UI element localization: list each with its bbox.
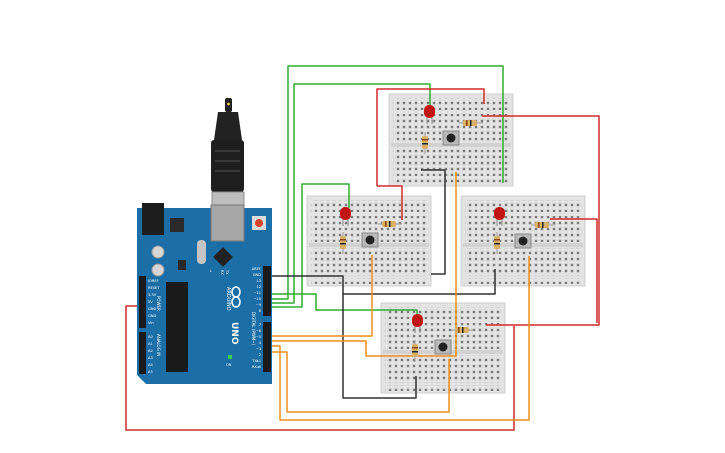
led-right[interactable] [494, 207, 505, 226]
resistor-top-horizontal[interactable] [459, 120, 483, 126]
pin-label: ~5 [256, 335, 261, 339]
led-left[interactable] [340, 207, 351, 226]
on-led [228, 355, 232, 359]
pin-label: 12 [256, 285, 261, 289]
cable-tip-icon [227, 102, 230, 106]
pin-label: GND [253, 273, 261, 277]
pin-label: Vin [148, 321, 154, 325]
usb-cable[interactable] [211, 98, 245, 217]
pin-label: ~6 [256, 329, 262, 333]
orange-wire[interactable] [271, 351, 450, 413]
pin-label: 8 [259, 309, 262, 313]
l-label: L [210, 269, 212, 273]
pin-label: ~3 [256, 347, 261, 351]
top-pin-labels: AREF GND 13 12 ~11 ~10 ~9 8 [252, 267, 262, 313]
analog-label: ANALOG IN [156, 334, 161, 356]
crystal [197, 240, 206, 264]
brand-label: ARDUINO [225, 287, 231, 311]
rx-label: RX [220, 270, 224, 275]
pin-label: GND [148, 314, 156, 318]
red-wire[interactable] [482, 115, 600, 326]
capacitor-icon [151, 245, 165, 259]
resistor-left-horizontal[interactable] [378, 221, 402, 227]
orange-wire[interactable] [271, 172, 457, 357]
red-wire[interactable] [376, 88, 485, 186]
power-jack [142, 203, 164, 235]
orange-wire[interactable] [271, 256, 530, 421]
pin-label: ~10 [253, 297, 261, 301]
pin-label: 13 [256, 279, 261, 283]
pin-label: TX▸1 [251, 359, 261, 363]
bottom-pin-labels: 7 ~6 ~5 4 ~3 2TX▸1RX◂0 [251, 323, 261, 369]
digital-header-bottom[interactable] [263, 322, 271, 372]
orange-wire[interactable] [271, 255, 373, 337]
pushbutton-right[interactable] [514, 233, 532, 249]
power-label: POWER [156, 296, 161, 311]
power-header[interactable] [139, 276, 146, 328]
black-wire[interactable] [431, 185, 446, 275]
usb-port [210, 204, 245, 242]
red-wire[interactable] [377, 185, 403, 220]
power-pin-labels: IOREF RESET 3.3V 5V GND GND Vin [148, 279, 160, 325]
pin-label: GND [148, 307, 156, 311]
pin-label: 4 [259, 341, 262, 345]
on-label: ON [226, 363, 232, 367]
pushbutton-top[interactable] [442, 130, 460, 146]
black-wire[interactable] [342, 294, 417, 399]
led-top[interactable] [424, 105, 435, 124]
digital-label: DIGITAL (PWM~) [251, 312, 256, 346]
green-wire[interactable] [271, 183, 350, 308]
pin-label: IOREF [148, 279, 159, 283]
atmega-chip [166, 282, 188, 372]
black-wire[interactable] [421, 169, 446, 185]
resistor-bottom-vertical[interactable] [412, 340, 418, 362]
pin-label: RX◂0 [252, 365, 262, 369]
pin-label: 3.3V [148, 293, 157, 297]
arduino-uno-board[interactable]: ARDUINO UNO DIGITAL (PWM~) POWER ANALOG … [137, 203, 272, 384]
pin-label: 2 [259, 353, 261, 357]
pin-label: 5V [148, 300, 153, 304]
green-wire[interactable] [271, 293, 418, 316]
pin-label: RESET [148, 286, 160, 290]
tx-label: TX [225, 269, 229, 275]
model-label: UNO [229, 322, 239, 345]
pin-label: A1 [148, 342, 153, 346]
resistor-bottom-horizontal[interactable] [451, 327, 475, 333]
pin-label: 7 [259, 323, 261, 327]
pushbutton-left[interactable] [361, 232, 379, 248]
digital-header-top[interactable] [263, 266, 271, 316]
pin-label: ~11 [253, 291, 261, 295]
red-wire[interactable] [550, 218, 598, 323]
pin-label: A3 [148, 356, 153, 360]
pin-label: AREF [252, 267, 261, 271]
pin-label: A0 [148, 335, 153, 339]
red-wire[interactable] [125, 305, 515, 431]
capacitor-icon [151, 263, 165, 277]
pin-label: A5 [148, 370, 153, 374]
led-bottom[interactable] [412, 314, 423, 333]
pin-label: A4 [148, 363, 153, 367]
resistor-right-vertical[interactable] [494, 232, 500, 254]
breadboard-top[interactable] [388, 93, 514, 187]
analog-header[interactable] [139, 332, 146, 374]
resistor-top-vertical[interactable] [422, 132, 428, 154]
green-wire[interactable] [271, 83, 431, 304]
pushbutton-bottom[interactable] [434, 339, 452, 355]
arduino-logo-icon [231, 286, 241, 308]
resistor-left-vertical[interactable] [340, 232, 346, 254]
green-wire[interactable] [271, 65, 504, 300]
resistor-right-horizontal[interactable] [531, 222, 555, 228]
pin-label: ~9 [256, 303, 262, 307]
pin-label: A2 [148, 349, 153, 353]
